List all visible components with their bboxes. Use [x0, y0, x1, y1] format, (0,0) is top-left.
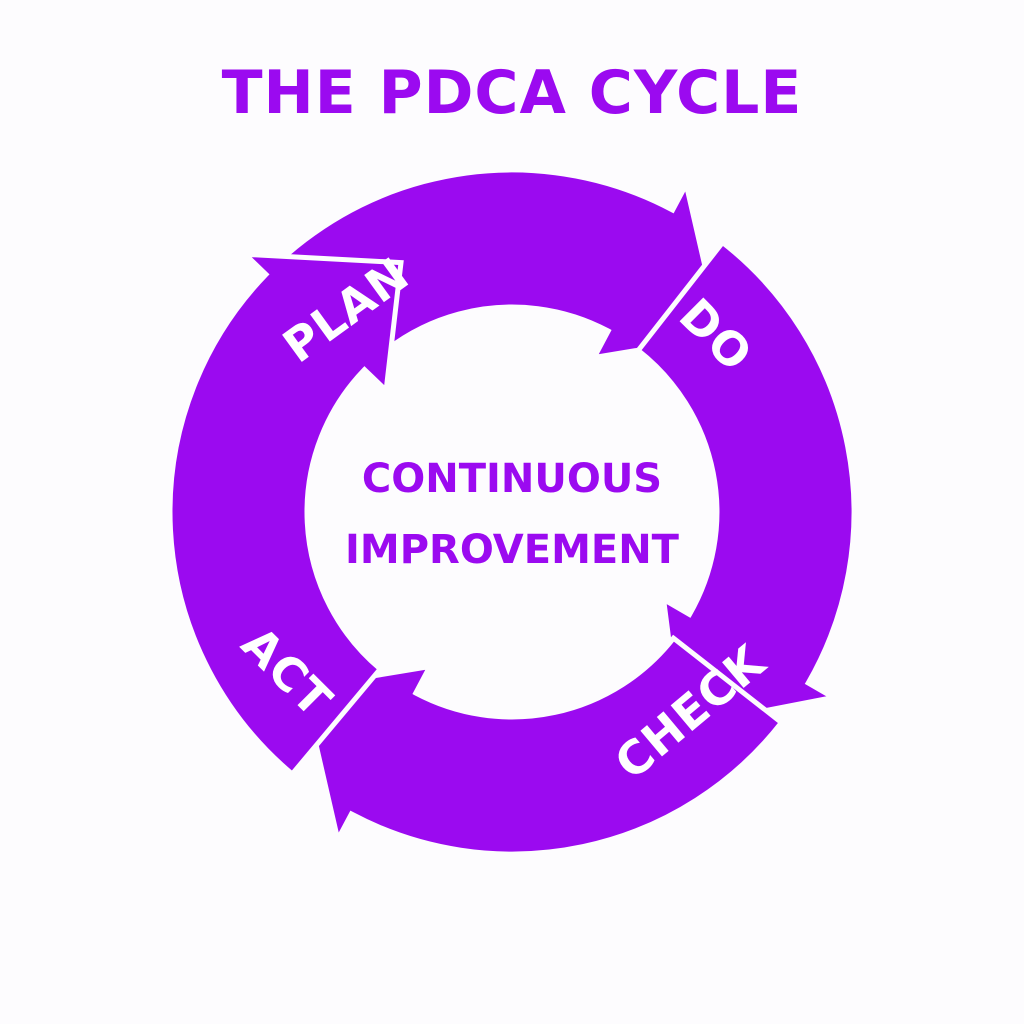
act-arrow — [167, 251, 404, 778]
diagram-title: THE PDCA CYCLE — [221, 58, 803, 128]
do-arrow — [634, 238, 857, 731]
center-line-1: CONTINUOUS — [362, 456, 662, 502]
center-line-2: IMPROVEMENT — [345, 527, 680, 573]
check-arrow — [299, 634, 786, 857]
